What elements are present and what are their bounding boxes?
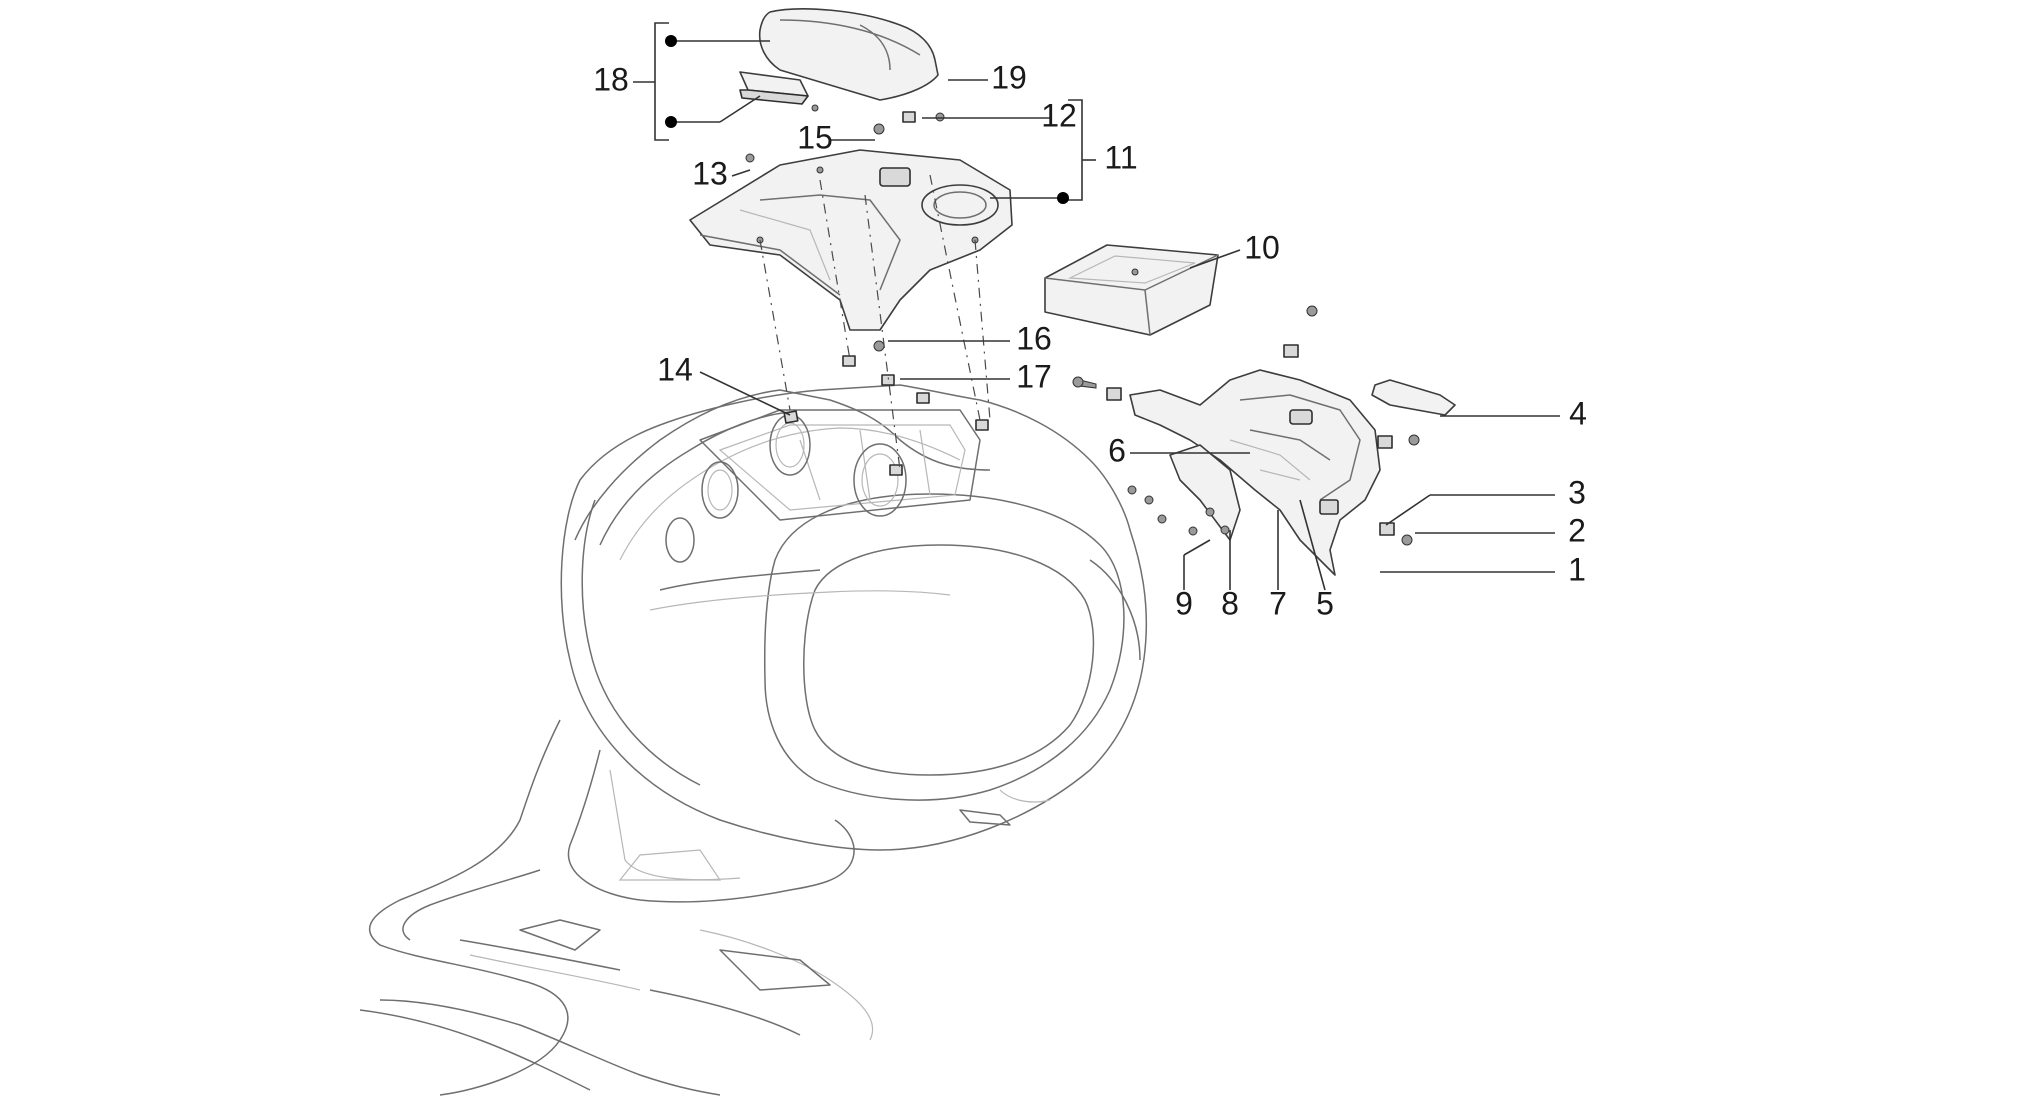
callout-19: 19 — [991, 59, 1027, 95]
callout-8: 8 — [1221, 585, 1239, 621]
callout-16: 16 — [1016, 320, 1052, 356]
callout-2: 2 — [1568, 512, 1586, 548]
rear-bracket-1-part — [1129, 369, 1381, 576]
callout-1: 1 — [1568, 551, 1586, 587]
plate-4-part — [1371, 379, 1456, 416]
callout-18: 18 — [593, 61, 629, 97]
callout-7: 7 — [1269, 585, 1287, 621]
callout-12: 12 — [1041, 97, 1077, 133]
callout-9: 9 — [1175, 585, 1193, 621]
callout-labels: 18 19 12 15 11 13 10 16 14 17 4 6 3 2 1 … — [593, 59, 1587, 621]
bullet-dots — [665, 35, 1069, 204]
callout-3: 3 — [1568, 474, 1586, 510]
tray-10-part — [1044, 244, 1219, 336]
cover-11-part — [689, 149, 1013, 331]
cover-18-part — [739, 8, 939, 105]
callout-10: 10 — [1244, 229, 1280, 265]
callout-14: 14 — [657, 351, 693, 387]
callout-4: 4 — [1569, 395, 1587, 431]
callout-15: 15 — [797, 119, 833, 155]
callout-6: 6 — [1108, 432, 1126, 468]
scooter-body-frame — [359, 384, 1148, 1096]
callout-17: 17 — [1016, 358, 1052, 394]
callout-11: 11 — [1104, 139, 1137, 175]
callout-5: 5 — [1316, 585, 1334, 621]
clips-screws — [745, 104, 1420, 546]
leader-lines — [633, 22, 1560, 591]
callout-13: 13 — [692, 155, 728, 191]
